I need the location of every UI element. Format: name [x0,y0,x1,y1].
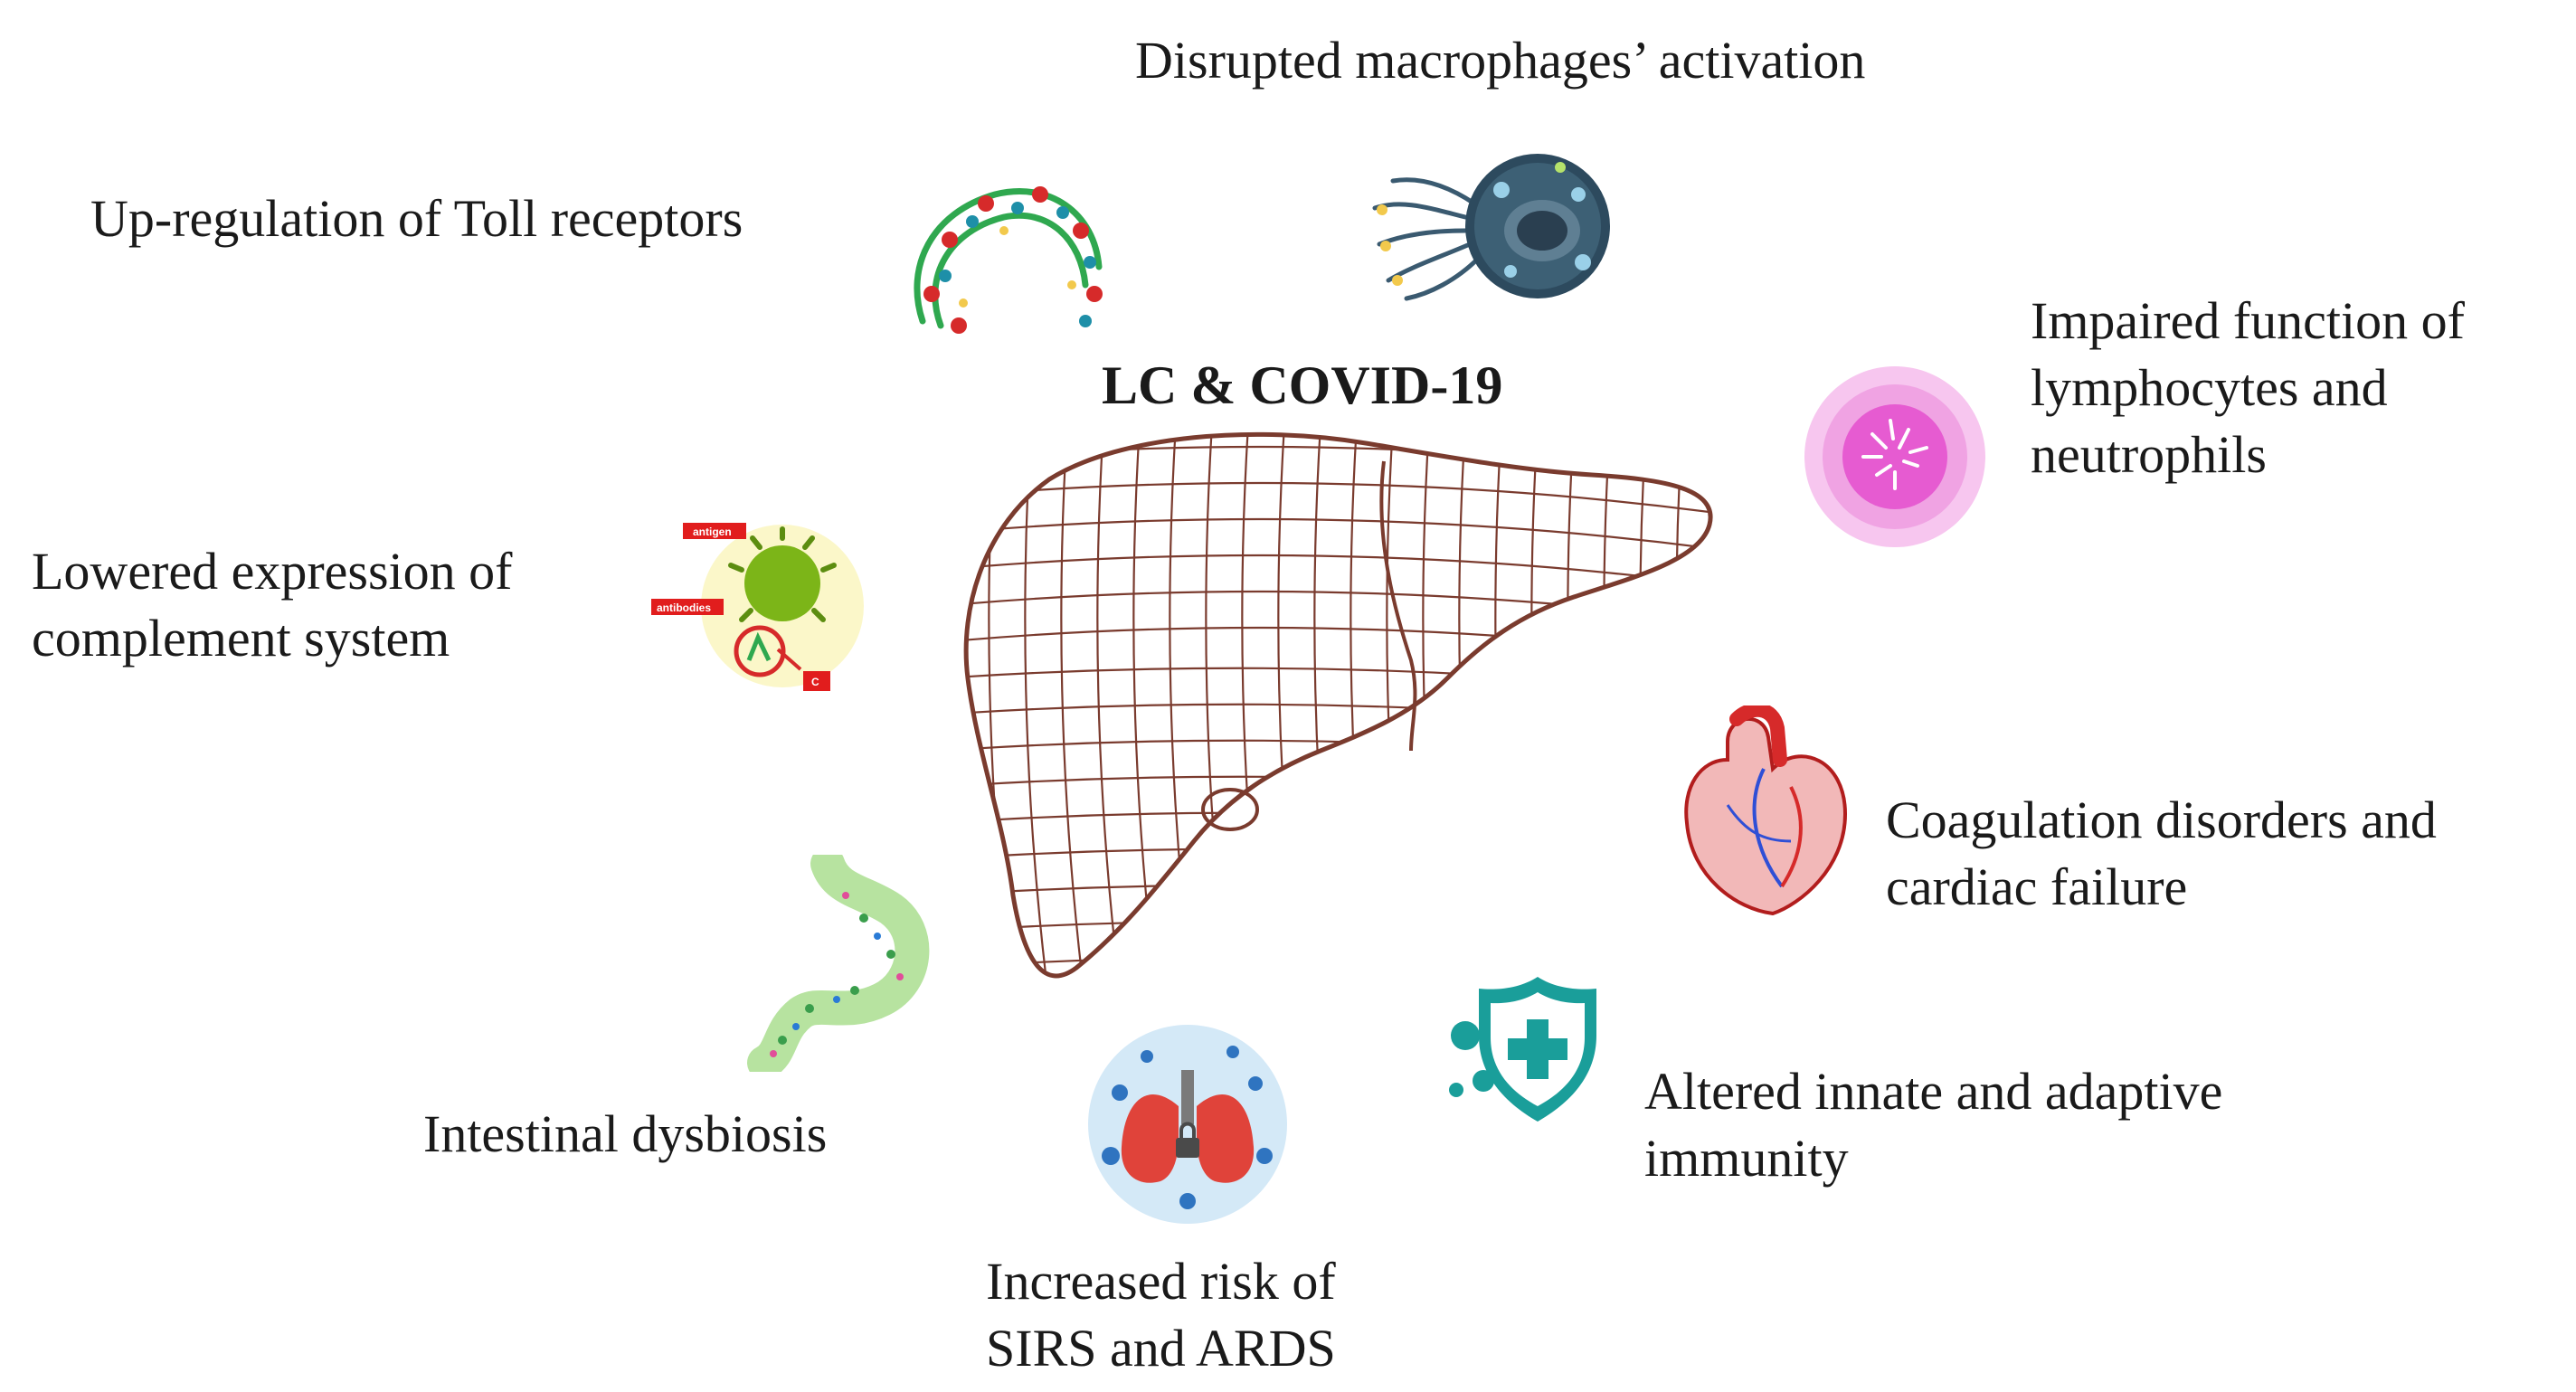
center-title: LC & COVID-19 [1102,355,1503,415]
complement-label: Lowered expression of complement system [32,542,513,668]
liver-icon [963,431,1713,979]
immunity-label: Altered innate and adaptive immunity [1644,1062,2223,1188]
coagulation-label: Coagulation disorders and cardiac failur… [1886,791,2437,916]
svg-text:C: C [811,676,819,688]
complement-virus-icon: antigen antibodies C [651,523,864,691]
lymphocytes-label: Impaired function of lymphocytes and neu… [2031,291,2465,484]
sirs-label: Increased risk of SIRS and ARDS [986,1252,1336,1378]
toll-receptors-label: Up-regulation of Toll receptors [90,189,743,248]
lymphocyte-icon [1804,366,1985,547]
macrophages-label: Disrupted macrophages’ activation [1135,31,1866,90]
stomach-intestine-icon [747,855,930,1072]
svg-text:antigen: antigen [693,526,732,538]
heart-icon [1684,705,1848,916]
shield-virus-icon [1449,977,1596,1122]
dysbiosis-label: Intestinal dysbiosis [423,1104,828,1163]
lungs-icon [1088,1025,1287,1224]
svg-text:antibodies: antibodies [657,601,711,614]
toll-receptor-protein-icon [914,186,1103,334]
macrophage-icon [1372,154,1610,301]
